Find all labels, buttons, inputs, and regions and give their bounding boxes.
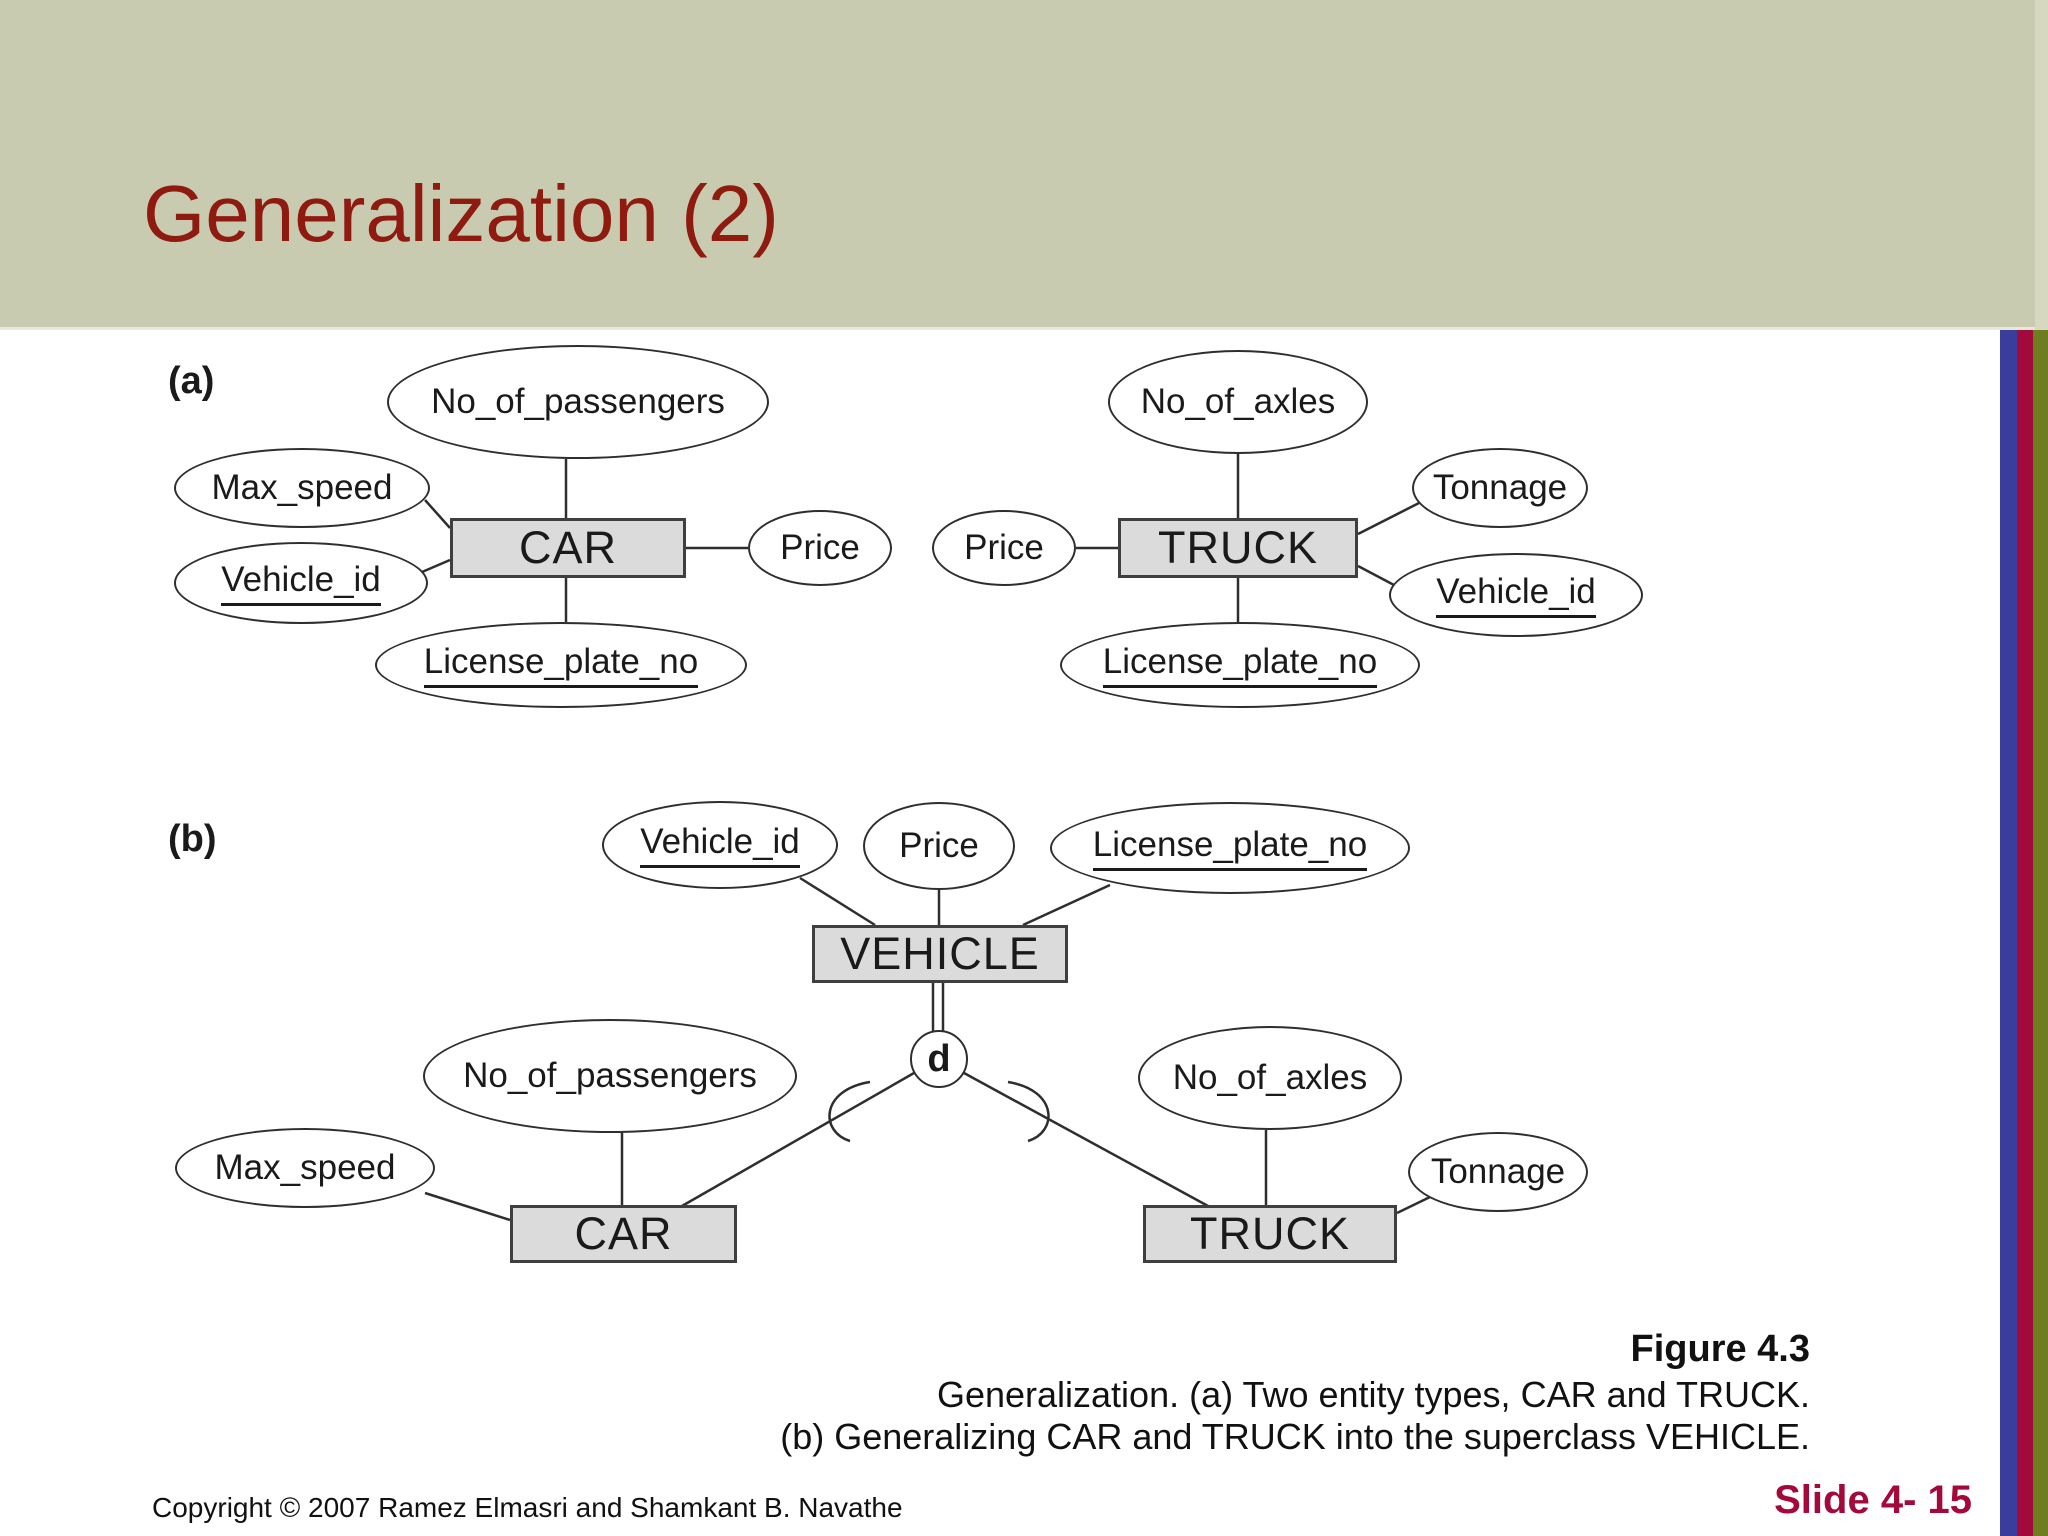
attribute-ellipse-license-plate-no-truck-a: License_plate_no <box>1060 622 1420 708</box>
attribute-label: No_of_axles <box>1140 382 1336 421</box>
attribute-ellipse-price-car-a: Price <box>748 510 892 586</box>
attribute-ellipse-tonnage-b: Tonnage <box>1408 1132 1588 1212</box>
attribute-ellipse-price-b: Price <box>863 802 1015 890</box>
entity-vehicle-b: VEHICLE <box>812 925 1068 983</box>
attribute-label: Price <box>780 528 860 567</box>
key-attribute-label: Vehicle_id <box>221 560 381 606</box>
attribute-label: Price <box>899 826 979 865</box>
entity-label: TRUCK <box>1190 1208 1350 1259</box>
disjoint-circle: d <box>910 1030 968 1088</box>
attribute-label: Max_speed <box>214 1148 396 1187</box>
key-attribute-label: License_plate_no <box>1102 642 1378 688</box>
entity-truck-b: TRUCK <box>1143 1205 1397 1263</box>
attribute-ellipse-license-plate-no-car-a: License_plate_no <box>375 622 747 708</box>
entity-car-b: CAR <box>510 1205 737 1263</box>
caption-line-1: Generalization. (a) Two entity types, CA… <box>936 1373 1810 1415</box>
attribute-label: No_of_passengers <box>463 1056 757 1095</box>
header-edge-strip <box>2035 0 2048 330</box>
key-attribute-label: License_plate_no <box>1092 825 1368 871</box>
entity-car-a: CAR <box>450 518 686 578</box>
figure-caption: Figure 4.3 Generalization. (a) Two entit… <box>780 1326 1810 1458</box>
attribute-ellipse-no-of-axles-a: No_of_axles <box>1108 350 1368 454</box>
attribute-ellipse-tonnage-a: Tonnage <box>1412 448 1588 528</box>
attribute-ellipse-vehicle-id-b: Vehicle_id <box>602 801 838 889</box>
attribute-ellipse-license-plate-no-b: License_plate_no <box>1050 802 1410 894</box>
right-stripe-olive <box>2033 330 2048 1536</box>
entity-label: CAR <box>574 1208 673 1259</box>
figure-label: Figure 4.3 <box>1630 1328 1811 1370</box>
key-attribute-label: Vehicle_id <box>640 822 800 868</box>
disjoint-label: d <box>927 1037 951 1080</box>
attribute-label: Tonnage <box>1432 468 1568 507</box>
attribute-ellipse-max-speed-a: Max_speed <box>174 448 430 528</box>
attribute-ellipse-vehicle-id-car-a: Vehicle_id <box>174 542 428 624</box>
key-attribute-label: Vehicle_id <box>1436 572 1596 618</box>
right-stripe-crimson <box>2017 330 2033 1536</box>
attribute-ellipse-no-of-passengers-b: No_of_passengers <box>423 1019 797 1133</box>
caption-line-2: (b) Generalizing CAR and TRUCK into the … <box>780 1415 1810 1457</box>
entity-label: TRUCK <box>1158 522 1318 573</box>
attribute-ellipse-vehicle-id-truck-a: Vehicle_id <box>1389 553 1643 637</box>
attribute-label: Tonnage <box>1430 1152 1566 1191</box>
attribute-label: No_of_passengers <box>431 382 725 421</box>
header-band: Generalization (2) <box>0 0 2048 330</box>
attribute-label: Max_speed <box>211 468 393 507</box>
copyright-text: Copyright © 2007 Ramez Elmasri and Shamk… <box>152 1492 903 1523</box>
page-title: Generalization (2) <box>143 169 779 258</box>
key-attribute-label: License_plate_no <box>423 642 699 688</box>
attribute-ellipse-no-of-passengers-a: No_of_passengers <box>387 345 769 459</box>
entity-truck-a: TRUCK <box>1118 518 1358 578</box>
part-b-label: (b) <box>168 818 217 860</box>
slide-number: Slide 4- 15 <box>1774 1478 1972 1522</box>
part-a-label: (a) <box>168 360 215 402</box>
right-stripe-blue <box>2000 330 2017 1536</box>
attribute-ellipse-no-of-axles-b: No_of_axles <box>1138 1026 1402 1130</box>
attribute-label: No_of_axles <box>1172 1058 1368 1097</box>
attribute-ellipse-max-speed-b: Max_speed <box>175 1128 435 1208</box>
attribute-label: Price <box>964 528 1044 567</box>
attribute-ellipse-price-truck-a: Price <box>932 510 1076 586</box>
entity-label: VEHICLE <box>840 928 1040 979</box>
entity-label: CAR <box>518 522 617 573</box>
